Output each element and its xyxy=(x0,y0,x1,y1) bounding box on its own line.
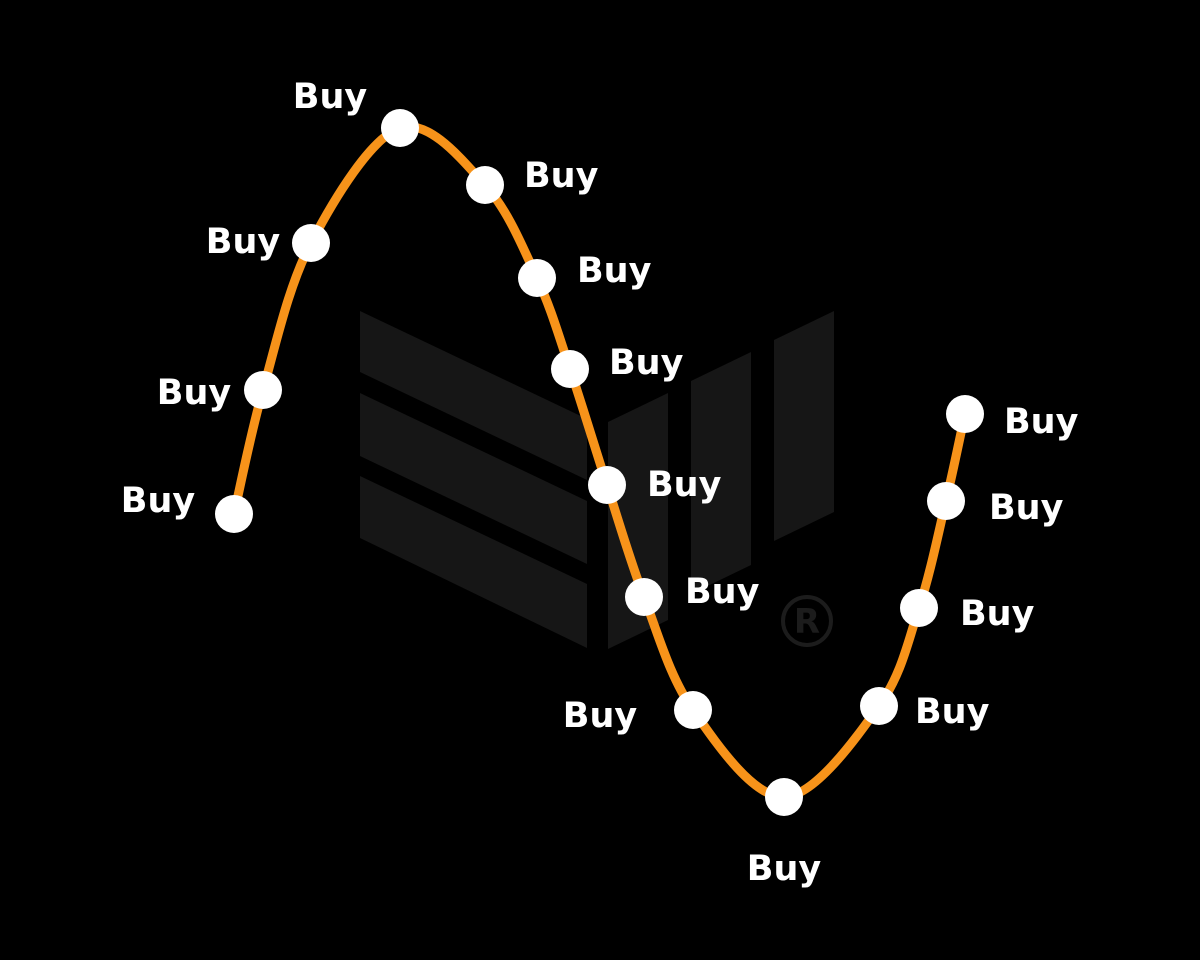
buy-point-marker xyxy=(588,466,626,504)
buy-label: Buy xyxy=(293,77,368,117)
watermark-bar-2 xyxy=(691,352,751,594)
watermark-stripe-2 xyxy=(360,393,587,564)
buy-label: Buy xyxy=(747,849,822,889)
buy-point-marker xyxy=(765,778,803,816)
watermark-logo xyxy=(360,311,834,649)
buy-label: Buy xyxy=(1004,402,1079,442)
registered-letter: R xyxy=(794,602,820,642)
buy-point-marker xyxy=(215,495,253,533)
buy-point-marker xyxy=(946,395,984,433)
buy-label: Buy xyxy=(206,222,281,262)
buy-label: Buy xyxy=(563,696,638,736)
buy-point-marker xyxy=(551,350,589,388)
buy-point-marker xyxy=(244,371,282,409)
buy-label: Buy xyxy=(915,692,990,732)
buy-point-marker xyxy=(927,482,965,520)
buy-point-marker xyxy=(674,691,712,729)
watermark-bar-3 xyxy=(774,311,834,541)
buy-label: Buy xyxy=(960,594,1035,634)
registered-mark-icon: R xyxy=(781,595,833,647)
buy-point-marker xyxy=(518,259,556,297)
buy-point-marker xyxy=(900,589,938,627)
buy-label: Buy xyxy=(157,373,232,413)
buy-label: Buy xyxy=(647,465,722,505)
buy-point-marker xyxy=(625,578,663,616)
buy-label: Buy xyxy=(989,488,1064,528)
buy-points xyxy=(215,109,984,816)
buy-point-marker xyxy=(381,109,419,147)
buy-label: Buy xyxy=(685,572,760,612)
buy-point-marker xyxy=(292,224,330,262)
buy-point-marker xyxy=(466,166,504,204)
watermark-stripe-3 xyxy=(360,476,587,648)
buy-label: Buy xyxy=(524,156,599,196)
buy-label: Buy xyxy=(121,481,196,521)
buy-labels: BuyBuyBuyBuyBuyBuyBuyBuyBuyBuyBuyBuyBuyB… xyxy=(121,77,1079,889)
watermark-stripe-1 xyxy=(360,311,587,480)
buy-label: Buy xyxy=(609,343,684,383)
buy-point-marker xyxy=(860,687,898,725)
buy-label: Buy xyxy=(577,251,652,291)
